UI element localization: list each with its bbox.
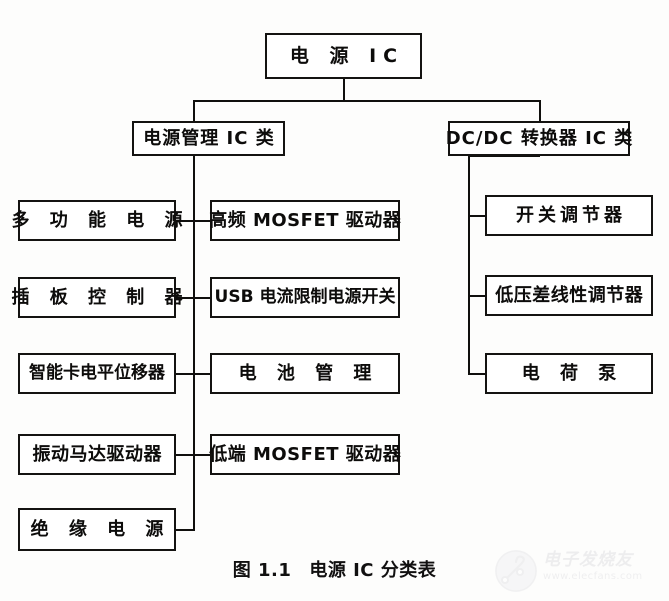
node-charge-pump-label: 电 荷 泵 (521, 362, 624, 384)
connector-stub-left-2 (175, 297, 195, 299)
node-root-power-ic-label: 电 源 IC (289, 44, 405, 67)
connector-stub-right-2 (468, 295, 485, 297)
node-smartcard-level-shifter-label: 智能卡电平位移器 (29, 363, 165, 383)
node-isolated-power-label: 绝 缘 电 源 (30, 518, 171, 540)
connector-stub-mid-1 (193, 220, 210, 222)
node-vibration-motor-driver[interactable]: 振动马达驱动器 (18, 434, 176, 475)
connector-stub-right-3 (468, 373, 485, 375)
node-charge-pump[interactable]: 电 荷 泵 (485, 353, 653, 394)
node-low-side-mosfet-driver-label: 低端 MOSFET 驱动器 (209, 443, 402, 465)
node-switching-regulator-label: 开关调节器 (516, 204, 626, 226)
connector-drop-dcdc (539, 100, 541, 121)
node-low-side-mosfet-driver[interactable]: 低端 MOSFET 驱动器 (209, 434, 402, 475)
connector-root-stem (343, 79, 345, 101)
node-dcdc-converter-ic[interactable]: DC/DC 转换器 IC 类 (446, 121, 632, 156)
node-ldo-regulator[interactable]: 低压差线性调节器 (485, 275, 653, 316)
connector-trunk-dcdc (468, 155, 470, 375)
connector-stub-mid-3 (193, 373, 210, 375)
node-battery-management[interactable]: 电 池 管 理 (210, 353, 400, 394)
connector-stub-left-4 (175, 454, 195, 456)
connector-drop-power-management (193, 100, 195, 121)
figure-caption-title: 电源 IC 分类表 (309, 560, 437, 581)
node-dcdc-converter-ic-label: DC/DC 转换器 IC 类 (445, 127, 634, 149)
node-root-power-ic[interactable]: 电 源 IC (265, 33, 422, 79)
node-power-management-ic-label: 电源管理 IC 类 (143, 127, 275, 149)
node-smartcard-level-shifter[interactable]: 智能卡电平位移器 (18, 353, 176, 394)
connector-stub-right-1 (468, 215, 485, 217)
connector-level2-bus (193, 100, 541, 102)
node-usb-current-limit-switch[interactable]: USB 电流限制电源开关 (210, 277, 400, 318)
node-usb-current-limit-switch-label: USB 电流限制电源开关 (214, 287, 396, 307)
connector-stub-dcdc-top (468, 155, 540, 157)
node-isolated-power[interactable]: 绝 缘 电 源 (18, 508, 176, 551)
node-vibration-motor-driver-label: 振动马达驱动器 (32, 443, 162, 465)
figure-caption-number: 图 1.1 (232, 560, 292, 581)
connector-stub-left-1 (175, 220, 195, 222)
node-battery-management-label: 电 池 管 理 (238, 362, 379, 384)
node-plugboard-controller-label: 插 板 控 制 器 (11, 286, 190, 308)
node-multifunction-power[interactable]: 多 功 能 电 源 (11, 200, 183, 241)
node-switching-regulator[interactable]: 开关调节器 (485, 195, 653, 236)
node-power-management-ic[interactable]: 电源管理 IC 类 (132, 121, 285, 156)
connector-stub-left-3 (175, 373, 195, 375)
connector-trunk-power-management (193, 155, 195, 530)
node-multifunction-power-label: 多 功 能 电 源 (11, 209, 190, 231)
node-hf-mosfet-driver[interactable]: 高频 MOSFET 驱动器 (209, 200, 402, 241)
node-plugboard-controller[interactable]: 插 板 控 制 器 (11, 277, 183, 318)
connector-stub-mid-4 (193, 454, 210, 456)
node-hf-mosfet-driver-label: 高频 MOSFET 驱动器 (209, 209, 402, 231)
connector-stub-mid-2 (193, 297, 210, 299)
connector-stub-left-5 (175, 529, 195, 531)
node-ldo-regulator-label: 低压差线性调节器 (495, 284, 644, 306)
figure-caption: 图 1.1 电源 IC 分类表 (0, 556, 669, 582)
